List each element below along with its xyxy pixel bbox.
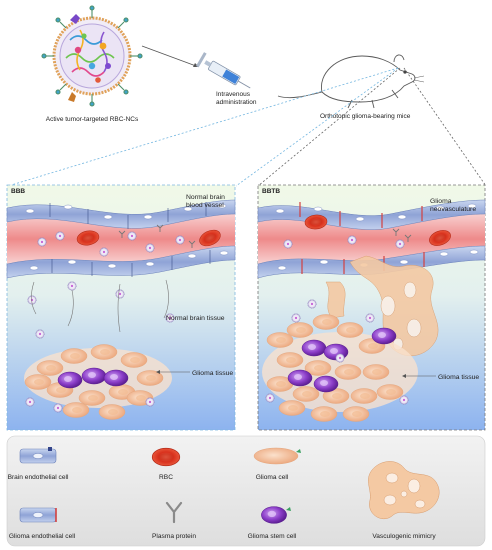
legend-glioma-stem-cell-label: Glioma stem cell <box>248 533 297 540</box>
left-vessel-label-line2: blood vessel <box>186 202 224 209</box>
panel-bbb <box>6 184 236 431</box>
injection-label-line2: administration <box>216 99 257 106</box>
panel-bbtb <box>257 184 486 431</box>
legend-plasma-protein-label: Plasma protein <box>152 533 196 540</box>
left-vessel-label-line1: Normal brain <box>186 194 225 201</box>
legend-glioma-endothelial-cell-label: Glioma endothelial cell <box>9 533 76 540</box>
glioma-stem-cell-icon <box>260 506 291 524</box>
zoom-guide-lines <box>7 67 487 187</box>
vasculogenic-mimicry-network <box>325 255 439 357</box>
right-vessel-label-line1: Glioma <box>430 198 452 205</box>
right-glioma-label: Glioma tissue <box>438 374 479 381</box>
vasculogenic-mimicry-icon <box>368 461 440 520</box>
legend-vasculogenic-mimicry-label: Vasculogenic mimicry <box>372 533 436 540</box>
arrow-to-syringe <box>141 45 199 67</box>
glioma-mass-right <box>262 299 418 422</box>
plasma-protein-icon <box>165 501 183 524</box>
injection-label-line1: Intravenous <box>216 91 251 98</box>
mouse-label: Orthotopic glioma-bearing mice <box>320 113 411 120</box>
legend-glioma-cell-label: Glioma cell <box>256 474 289 481</box>
nanocarrier-illustration <box>41 5 143 107</box>
syringe-icon <box>196 52 251 89</box>
legend-rbc-label: RBC <box>159 474 173 481</box>
left-tissue-label: Normal brain tissue <box>166 315 225 322</box>
brain-endothelial-cell-icon <box>19 447 57 464</box>
legend: Brain endothelial cell RBC Glioma cell G… <box>6 435 486 547</box>
right-vessel-label-line2: neovasculature <box>430 206 476 213</box>
left-glioma-label: Glioma tissue <box>192 370 233 377</box>
panel-bbtb-tag: BBTB <box>262 188 280 195</box>
panel-bbb-tag: BBB <box>11 188 25 195</box>
glioma-mass-left <box>24 344 172 420</box>
glioma-endothelial-cell-icon <box>19 507 57 523</box>
mouse-icon <box>277 54 425 109</box>
legend-brain-endothelial-cell-label: Brain endothelial cell <box>8 474 69 481</box>
nanocarrier-label: Active tumor-targeted RBC-NCs <box>46 116 139 123</box>
glioma-cell-icon <box>253 447 301 465</box>
red-blood-cell-icon <box>151 447 181 467</box>
